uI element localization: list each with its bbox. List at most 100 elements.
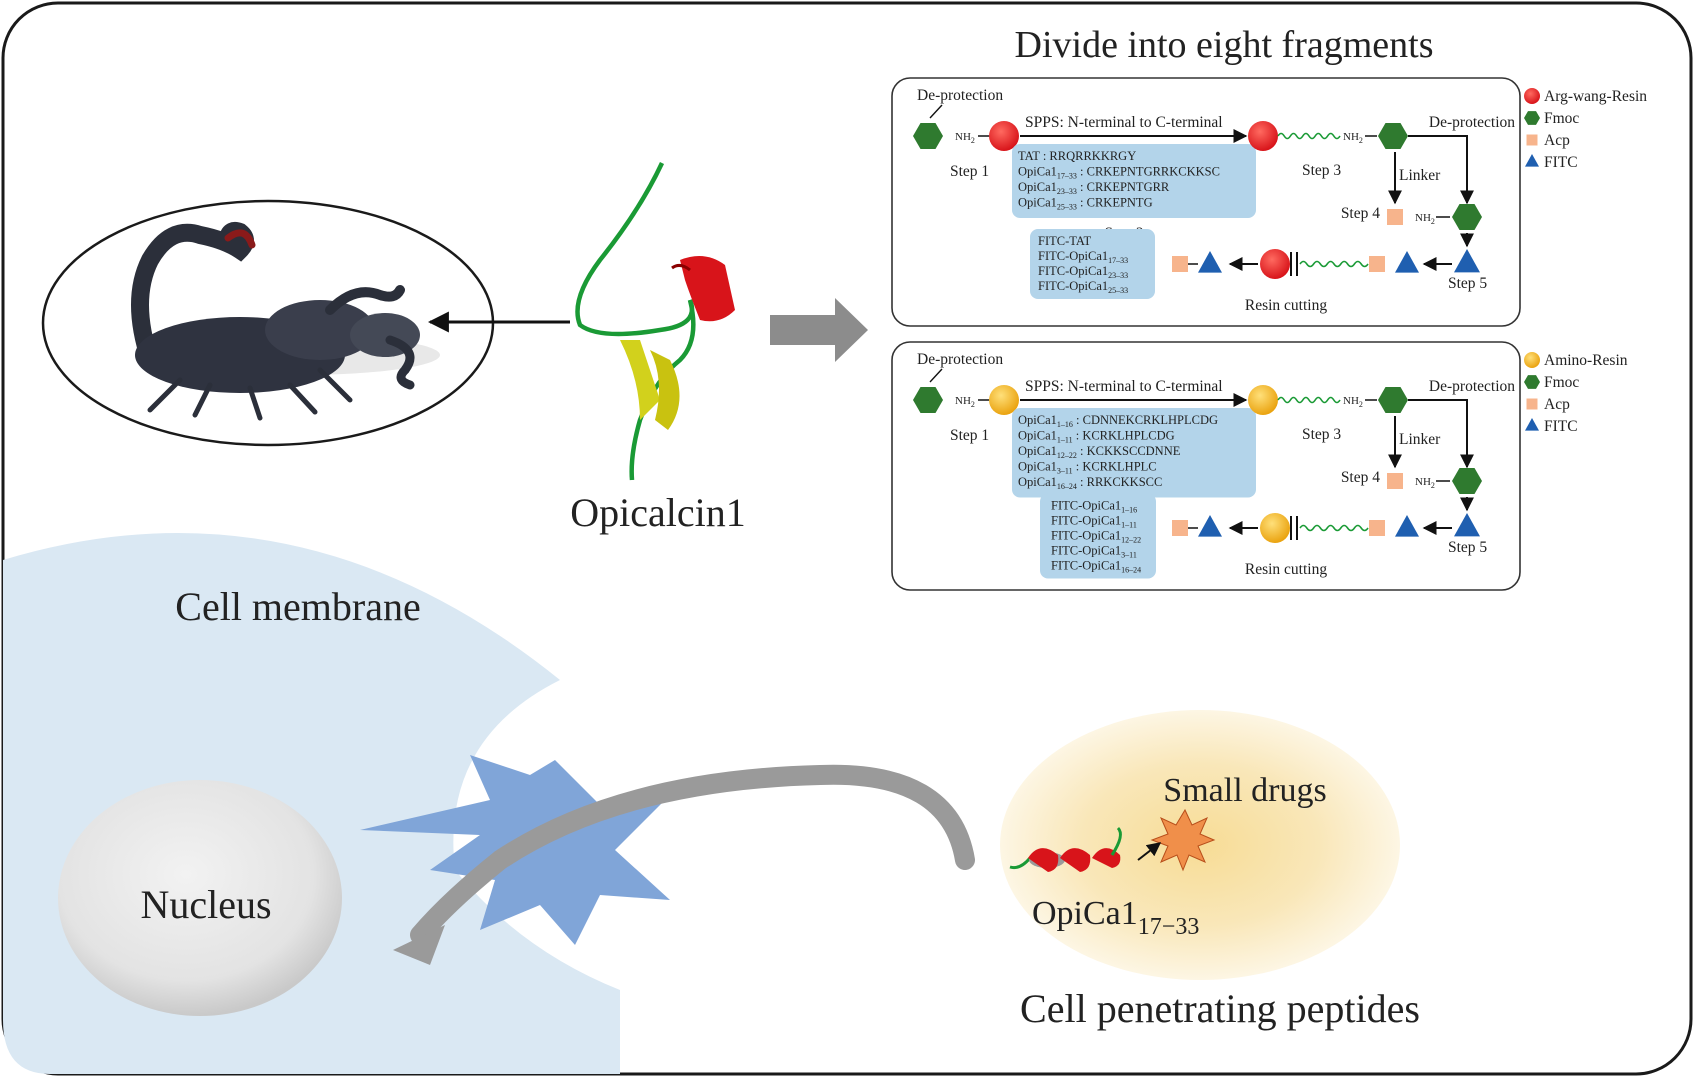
cpp-label: Cell penetrating peptides <box>1020 986 1420 1031</box>
sequence-row: OpiCa11–16 : CDNNEKCRKLHPLCDG <box>1018 413 1218 429</box>
sequence-box <box>1012 408 1256 498</box>
linker-wave <box>1277 132 1341 140</box>
deprotection-label-right: De-protection <box>1429 114 1515 131</box>
step4-label: Step 4 <box>1341 469 1380 486</box>
nh2-label-step3: NH2 <box>1343 131 1363 145</box>
legend-fmoc-icon <box>1524 375 1540 389</box>
sequence-row: OpiCa13–11 : KCRKLHPLC <box>1018 460 1157 476</box>
legend-acp-label: Acp <box>1544 132 1570 149</box>
sequence-row: TAT : RRQRRKKRGY <box>1018 149 1136 163</box>
cell-membrane-label: Cell membrane <box>175 584 420 629</box>
acp-square-step4 <box>1387 209 1403 225</box>
small-drugs-label: Small drugs <box>1163 772 1326 809</box>
diagram-title: Divide into eight fragments <box>1015 24 1434 66</box>
resin-ball-chain <box>1260 513 1290 543</box>
helix-peptide-icon <box>1009 826 1122 872</box>
protein-label: Opicalcin1 <box>570 490 746 535</box>
peptide-label: OpiCa117−33 <box>1032 895 1199 940</box>
resin-cutting-label: Resin cutting <box>1245 561 1327 578</box>
nucleus-shape <box>58 780 342 1016</box>
legend-fitc-icon <box>1525 154 1539 167</box>
deprotection-arrow <box>1408 399 1474 469</box>
acp-square-step4 <box>1387 473 1403 489</box>
product-row: FITC-OpiCa112–22 <box>1051 529 1141 545</box>
linker-label: Linker <box>1399 167 1441 184</box>
fmoc-hexagon <box>913 387 943 413</box>
product-row: FITC-OpiCa116–24 <box>1051 559 1141 575</box>
resin-ball <box>989 121 1019 151</box>
gray-curved-arrowhead <box>393 925 445 965</box>
legend-resin-label: Amino-Resin <box>1544 352 1628 369</box>
product-row: FITC-OpiCa123–33 <box>1038 264 1128 280</box>
legend-resin-icon <box>1524 352 1540 368</box>
legend-fitc-label: FITC <box>1544 418 1578 435</box>
fitc-triangle-chain <box>1395 251 1419 273</box>
fitc-triangle-step5 <box>1454 249 1480 273</box>
product-row: FITC-OpiCa13–11 <box>1051 544 1137 560</box>
deprotection-label-top: De-protection <box>917 87 1003 104</box>
acp-square-product <box>1172 520 1188 536</box>
linker-wave <box>1277 396 1341 404</box>
resin-ball-chain <box>1260 249 1290 279</box>
sequence-row: OpiCa125–33 : CRKEPNTG <box>1018 196 1153 212</box>
sequence-row: OpiCa116–24 : RRKCKKSCC <box>1018 475 1162 491</box>
step5-label: Step 5 <box>1448 275 1487 292</box>
nh2-label: NH2 <box>955 131 975 145</box>
spps-label: SPPS: N-terminal to C-terminal <box>1025 114 1223 131</box>
scorpion-illustration <box>131 221 440 421</box>
step4-label: Step 4 <box>1341 205 1380 222</box>
acp-square-chain <box>1369 256 1385 272</box>
resin-cutting-label: Resin cutting <box>1245 297 1327 314</box>
legend-fmoc-label: Fmoc <box>1544 374 1579 391</box>
deprotection-label-top: De-protection <box>917 351 1003 368</box>
legend-fmoc-label: Fmoc <box>1544 110 1579 127</box>
nh2-label-step4: NH2 <box>1415 212 1435 226</box>
deprotection-pointer <box>929 368 943 383</box>
acp-square-chain <box>1369 520 1385 536</box>
step5-label: Step 5 <box>1448 539 1487 556</box>
product-row: FITC-OpiCa125–33 <box>1038 279 1128 295</box>
acp-square-product <box>1172 256 1188 272</box>
legend-acp-icon <box>1526 398 1538 410</box>
sequence-box <box>1012 144 1256 218</box>
resin-ball-step3 <box>1248 121 1278 151</box>
legend-fmoc-icon <box>1524 111 1540 125</box>
product-row: FITC-OpiCa11–11 <box>1051 514 1137 530</box>
fitc-triangle-product <box>1198 251 1222 273</box>
deprotection-arrow <box>1408 135 1474 205</box>
product-row: FITC-OpiCa117–33 <box>1038 249 1128 265</box>
drug-arrow <box>1137 842 1162 861</box>
product-box <box>1030 229 1155 299</box>
deprotection-label-right: De-protection <box>1429 378 1515 395</box>
step3-label: Step 3 <box>1302 426 1341 443</box>
deprotection-pointer <box>929 104 943 119</box>
step1-label: Step 1 <box>950 163 989 180</box>
step3-label: Step 3 <box>1302 162 1341 179</box>
fitc-triangle-step5 <box>1454 513 1480 537</box>
nh2-label: NH2 <box>955 395 975 409</box>
sequence-row: OpiCa112–22 : KCKKSCCDNNE <box>1018 444 1181 460</box>
sequence-row: OpiCa11–11 : KCRKLHPLCDG <box>1018 429 1175 445</box>
legend-fitc-label: FITC <box>1544 154 1578 171</box>
legend-fitc-icon <box>1525 418 1539 431</box>
legend-acp-icon <box>1526 134 1538 146</box>
product-row: FITC-OpiCa11–16 <box>1051 499 1137 515</box>
resin-ball <box>989 385 1019 415</box>
linker-label: Linker <box>1399 431 1441 448</box>
product-box <box>1040 493 1156 579</box>
fmoc-hexagon-step3 <box>1378 387 1408 413</box>
sequence-row: OpiCa117–33 : CRKEPNTGRRKCKKSC <box>1018 165 1220 181</box>
nucleus-label: Nucleus <box>140 882 271 927</box>
linker-wave-chain <box>1299 260 1369 268</box>
big-gray-arrow <box>770 298 868 362</box>
resin-ball-step3 <box>1248 385 1278 415</box>
product-row: FITC-TAT <box>1038 234 1092 248</box>
fitc-triangle-chain <box>1395 515 1419 537</box>
step1-label: Step 1 <box>950 427 989 444</box>
spps-label: SPPS: N-terminal to C-terminal <box>1025 378 1223 395</box>
drug-star-icon <box>1150 808 1216 872</box>
fmoc-hexagon-step4 <box>1452 468 1482 494</box>
